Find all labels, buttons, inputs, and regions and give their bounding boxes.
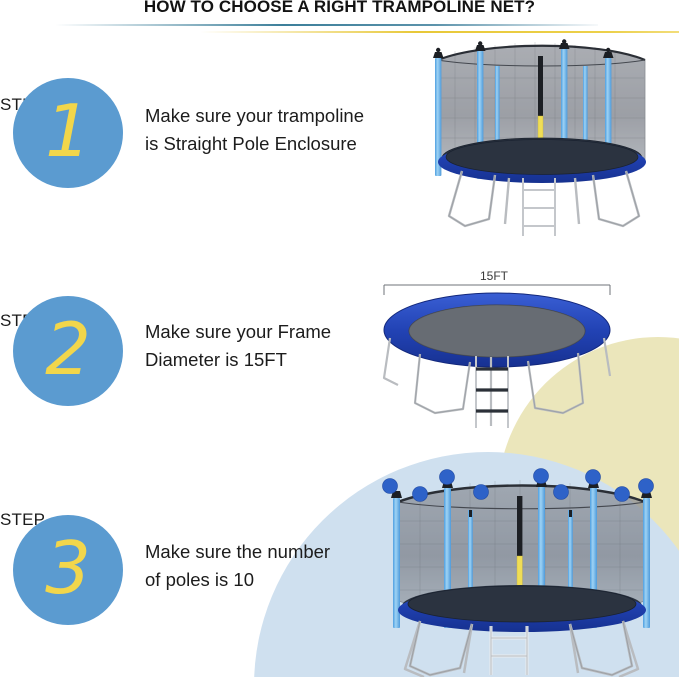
illustration-frame-diameter: 15FT	[378, 268, 628, 433]
step-3-number: 3	[45, 526, 91, 610]
step-2-number: 2	[45, 307, 91, 391]
pole-dot-1	[382, 478, 398, 494]
pole-dot-7	[585, 469, 601, 485]
step-2-text: Make sure your Frame Diameter is 15FT	[145, 321, 332, 370]
illustration-straight-pole-enclosure	[405, 38, 679, 243]
step-3-text: Make sure the number of poles is 10	[145, 541, 331, 590]
page-title: HOW TO CHOOSE A RIGHT TRAMPOLINE NET?	[143, 0, 536, 16]
divider-blue	[55, 24, 598, 26]
pole-dot-4	[473, 484, 489, 500]
step-3-circle: 3	[13, 515, 123, 625]
step-3-label: STEP	[0, 510, 46, 529]
step-3: STEP 3 Make sure the number of poles is …	[0, 508, 420, 628]
dimension-label-15ft: 15FT	[480, 269, 509, 283]
pole-dot-6	[553, 484, 569, 500]
step-1-circle: 1	[13, 78, 123, 188]
divider-yellow	[200, 31, 679, 33]
illustration-pole-count	[360, 466, 679, 677]
step-1: STEP 1 Make sure your trampoline is Stra…	[0, 78, 420, 198]
step-2-circle: 2	[13, 296, 123, 406]
step-1-text: Make sure your trampoline is Straight Po…	[145, 105, 365, 154]
step-2: STEP 2 Make sure your Frame Diameter is …	[0, 296, 420, 416]
pole-dot-2	[412, 486, 428, 502]
pole-dot-3	[439, 469, 455, 485]
pole-dot-9	[638, 478, 654, 494]
step-1-number: 1	[45, 89, 91, 173]
pole-dot-8	[614, 486, 630, 502]
pole-dot-5	[533, 468, 549, 484]
